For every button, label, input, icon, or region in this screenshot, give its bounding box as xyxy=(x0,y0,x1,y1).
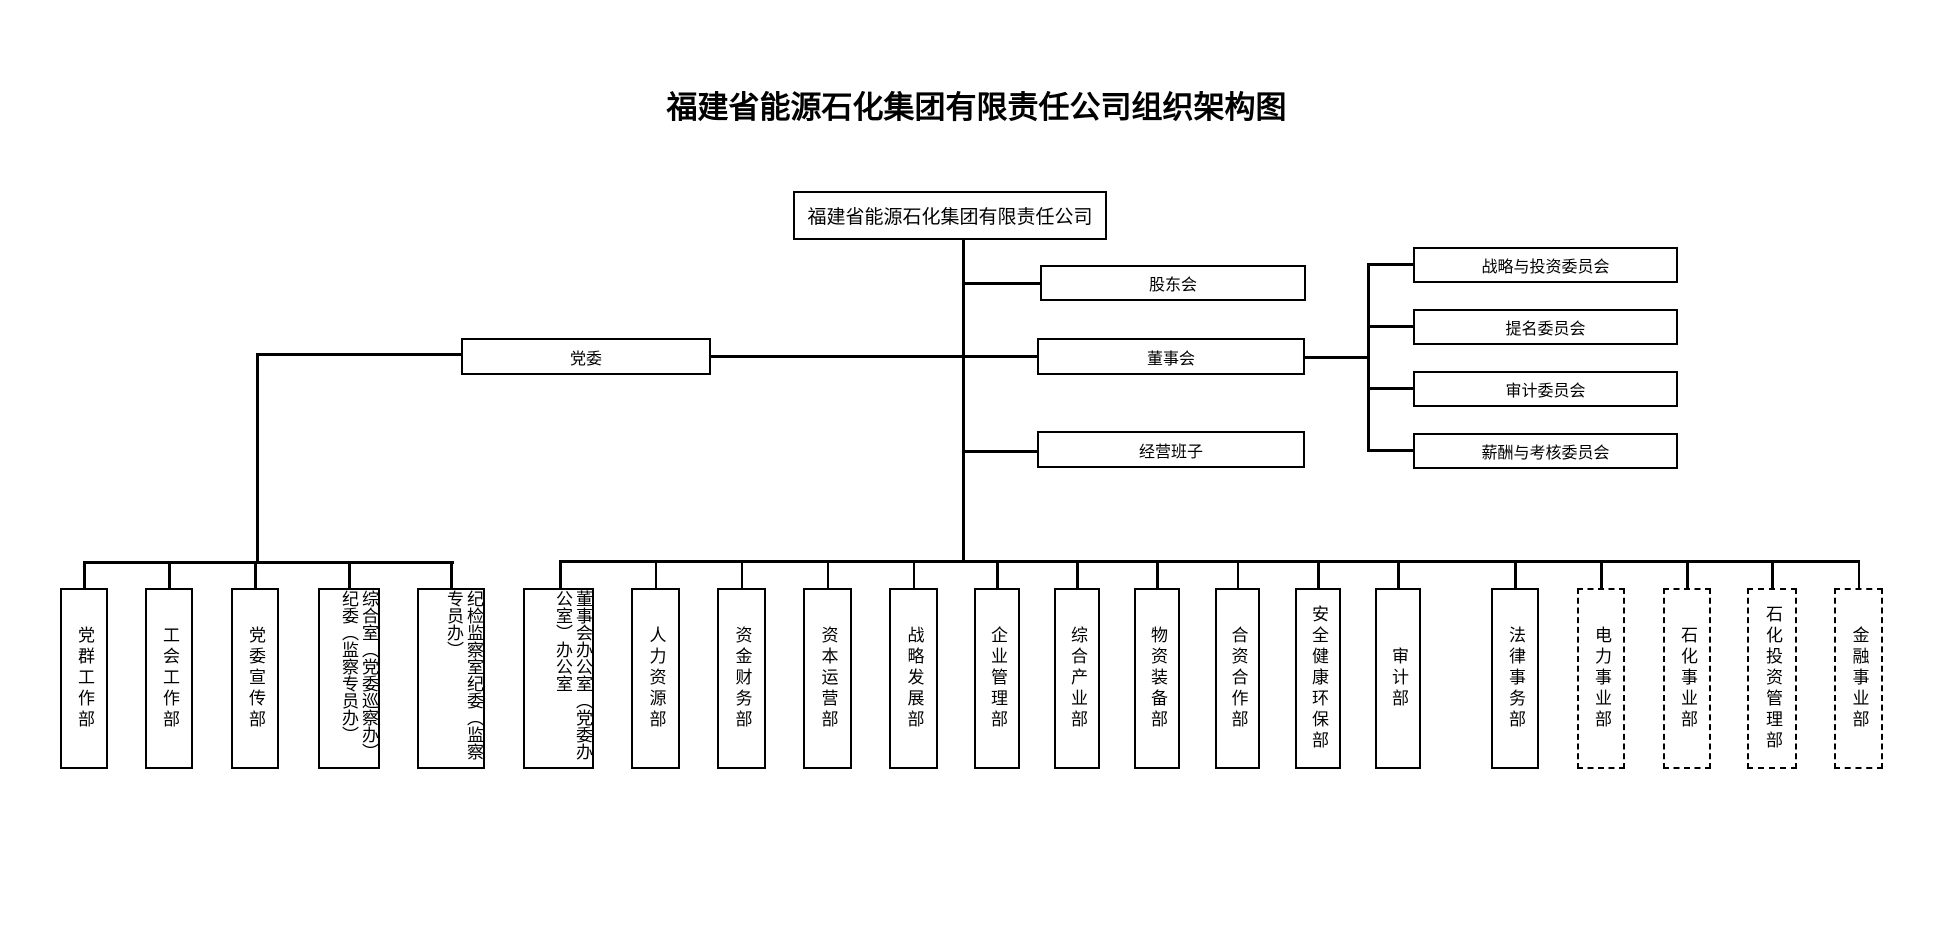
connector-party-dept xyxy=(348,561,351,589)
connector-committees-stem xyxy=(1367,264,1370,452)
party-department-node: 综合室（党委巡察办）纪委（监察专员办） xyxy=(318,588,380,769)
department-node: 物资装备部 xyxy=(1134,588,1180,769)
connector-department xyxy=(1156,560,1159,589)
department-node: 综合产业部 xyxy=(1054,588,1100,769)
management-node: 经营班子 xyxy=(1037,431,1305,468)
connector-party-dept xyxy=(168,561,171,589)
department-node: 审计部 xyxy=(1375,588,1421,769)
committee-node: 薪酬与考核委员会 xyxy=(1413,433,1678,469)
connector-committee xyxy=(1367,449,1414,452)
connector-department xyxy=(1600,560,1603,589)
department-node: 资本运营部 xyxy=(803,588,852,769)
department-node: 电力事业部 xyxy=(1577,588,1625,769)
department-node: 企业管理部 xyxy=(974,588,1020,769)
connector-department xyxy=(1397,560,1400,589)
department-node: 安全健康环保部 xyxy=(1295,588,1341,769)
chart-title: 福建省能源石化集团有限责任公司组织架构图 xyxy=(666,90,1287,126)
party-department-node: 纪检监察室纪委（监察专员办） xyxy=(417,588,485,769)
connector-shareholders xyxy=(962,282,1040,285)
committee-node: 战略与投资委员会 xyxy=(1413,247,1678,283)
connector-department xyxy=(740,560,743,589)
department-node: 董事会办公室（党委办公室）办公室 xyxy=(523,588,594,769)
connector-party-bus xyxy=(84,561,454,564)
connector-department xyxy=(1514,560,1517,589)
connector-main-stem xyxy=(962,240,965,562)
connector-board xyxy=(711,355,1038,358)
party-department-node: 工会工作部 xyxy=(145,588,193,769)
connector-committee xyxy=(1367,325,1414,328)
department-node: 石化投资管理部 xyxy=(1747,588,1797,769)
connector-department xyxy=(826,560,829,589)
connector-department xyxy=(912,560,915,589)
connector-management xyxy=(962,450,1038,453)
connector-department xyxy=(1686,560,1689,589)
connector-party-stem xyxy=(256,353,259,562)
connector-party-left xyxy=(256,353,462,356)
connector-committee xyxy=(1367,387,1414,390)
connector-party-dept xyxy=(83,561,86,589)
committee-node: 提名委员会 xyxy=(1413,309,1678,345)
connector-party-dept xyxy=(450,561,453,589)
shareholders-node: 股东会 xyxy=(1040,265,1306,301)
department-node: 合资合作部 xyxy=(1215,588,1260,769)
connector-department xyxy=(1857,560,1860,589)
party-committee-node: 党委 xyxy=(461,338,711,375)
connector-party-dept xyxy=(254,561,257,589)
connector-department xyxy=(1317,560,1320,589)
connector-department-bus xyxy=(559,560,1860,563)
connector-department xyxy=(559,560,562,589)
connector-department xyxy=(1771,560,1774,589)
department-node: 金融事业部 xyxy=(1834,588,1883,769)
root-company-node: 福建省能源石化集团有限责任公司 xyxy=(793,191,1107,240)
connector-department xyxy=(1076,560,1079,589)
connector-board-committees xyxy=(1305,356,1368,359)
party-department-node: 党群工作部 xyxy=(60,588,108,769)
party-department-node: 党委宣传部 xyxy=(231,588,279,769)
department-node: 石化事业部 xyxy=(1663,588,1711,769)
committee-node: 审计委员会 xyxy=(1413,371,1678,407)
department-node: 资金财务部 xyxy=(717,588,766,769)
board-node: 董事会 xyxy=(1037,338,1305,375)
connector-department xyxy=(996,560,999,589)
department-node: 战略发展部 xyxy=(889,588,938,769)
connector-department xyxy=(654,560,657,589)
department-node: 人力资源部 xyxy=(631,588,680,769)
department-node: 法律事务部 xyxy=(1491,588,1539,769)
connector-department xyxy=(1236,560,1239,589)
connector-committee xyxy=(1367,263,1414,266)
